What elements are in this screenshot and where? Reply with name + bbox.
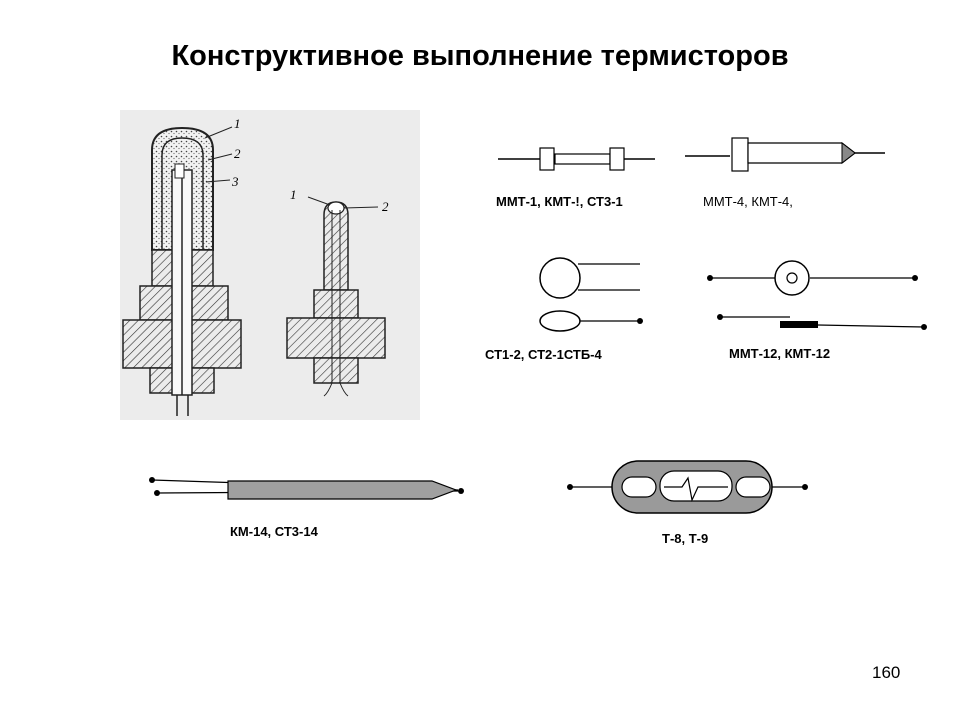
st1-symbol (539, 257, 643, 332)
page-number: 160 (872, 663, 901, 682)
mmt4-label: ММТ-4, КМТ-4, (703, 194, 793, 209)
slide-title: Конструктивное выполнение термисторов (171, 40, 789, 72)
cross-section-drawing (120, 110, 420, 420)
mmt1-symbol (498, 147, 655, 171)
mmt4-symbol (685, 137, 885, 172)
t8-label: Т-8, Т-9 (662, 531, 709, 546)
small-thermistor-section (286, 196, 386, 397)
callout-left-2: 2 (234, 146, 241, 161)
callout-right-2: 2 (382, 199, 389, 214)
callout-right-1: 1 (290, 187, 297, 202)
t8-symbol (567, 460, 808, 514)
callout-left-3: 3 (231, 174, 239, 189)
km14-label: КМ-14, СТ3-14 (230, 524, 318, 539)
mmt12-label: ММТ-12, КМТ-12 (729, 346, 831, 361)
st1-label: СТ1-2, СТ2-1СТБ-4 (485, 347, 602, 362)
mmt12-symbol (707, 260, 927, 330)
km14-symbol (149, 477, 464, 500)
callout-left-1: 1 (234, 116, 241, 131)
mmt1-label: ММТ-1, КМТ-!, СТ3-1 (496, 194, 623, 209)
large-thermistor-section (122, 126, 242, 416)
